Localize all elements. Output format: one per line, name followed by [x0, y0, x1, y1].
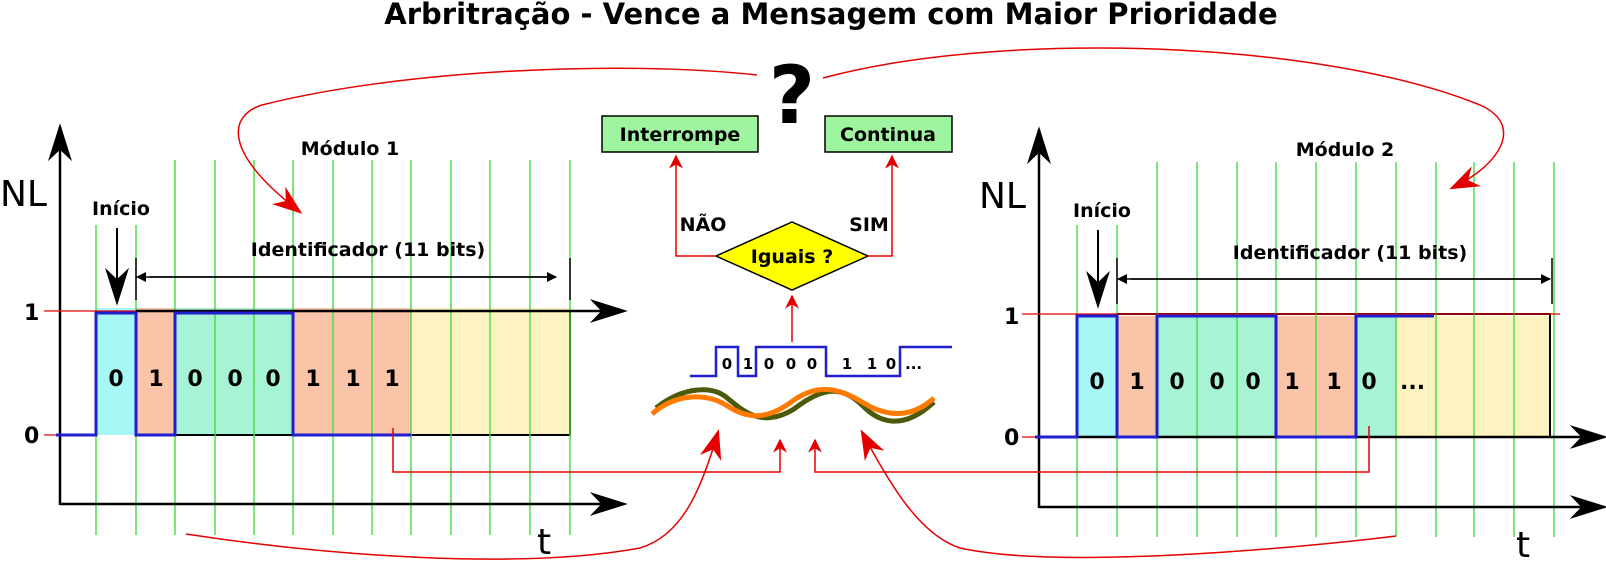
no-label: NÃO	[680, 212, 727, 236]
connectors	[185, 47, 1505, 560]
bit-label: 0	[1169, 370, 1184, 395]
bus-wire-orange	[650, 386, 936, 419]
curve-from-module-2	[860, 429, 1397, 559]
bit-label: 0	[108, 367, 123, 392]
bit-cell	[175, 308, 293, 435]
level-low-label: 0	[24, 424, 39, 449]
yes-arrow	[868, 154, 899, 257]
y-axis-label: NL	[979, 176, 1026, 217]
bus-ellipsis: ...	[905, 355, 922, 373]
bit-label: 1	[1284, 370, 1299, 395]
question-mark: ?	[769, 49, 815, 142]
module-1-axes	[44, 123, 628, 516]
module-1-title: Módulo 1	[301, 138, 400, 160]
stop-box	[601, 115, 759, 153]
start-bit-cell	[96, 308, 136, 435]
module-2-bits: 0 1 0 0 0 1 1 0 ...	[1089, 370, 1425, 395]
decision-flow: ? Interrompe Continua Iguais ? NÃO SIM	[601, 49, 953, 342]
bit-label: 0	[187, 367, 202, 392]
curve-to-module-2	[822, 47, 1505, 190]
start-bit-cell	[1077, 316, 1117, 437]
module-2-cells	[1077, 313, 1551, 438]
curve-to-module-1	[237, 67, 758, 214]
module-2: NL t 1 0 Módulo 2 Início Identificador (…	[979, 126, 1606, 566]
start-label: Início	[92, 198, 150, 220]
level-high-label: 1	[1004, 305, 1019, 330]
module-2-signal	[1035, 314, 1434, 439]
level-high-label: 1	[24, 301, 39, 326]
bus-bit-label: 0	[786, 355, 796, 373]
y-axis-label: NL	[0, 174, 47, 215]
bit-label: 1	[384, 367, 399, 392]
bit-label: 0	[265, 367, 280, 392]
bit-label: 0	[1245, 370, 1260, 395]
bus-wire-olive	[654, 387, 936, 424]
continue-label: Continua	[840, 124, 936, 146]
bit-label: 0	[1089, 370, 1104, 395]
remaining-bits-cell	[1396, 316, 1550, 437]
bus-bit-label: 1	[842, 355, 852, 373]
bus-bit-label: 0	[886, 355, 896, 373]
no-arrow	[669, 154, 716, 257]
level-low-label: 0	[1004, 426, 1019, 451]
bus-bit-label: 1	[867, 355, 877, 373]
module-2-title: Módulo 2	[1296, 139, 1395, 161]
yes-label: SIM	[849, 214, 889, 236]
module-1-id-span	[135, 258, 571, 300]
bit-label: 1	[1326, 370, 1341, 395]
module-1-bits: 0 1 0 0 0 1 1 1	[108, 367, 399, 392]
x-axis-label: t	[1516, 525, 1530, 566]
compare-link-1	[392, 428, 787, 473]
bit-cell	[1356, 316, 1396, 437]
bit-cell	[136, 308, 175, 435]
bit-label: 1	[305, 367, 320, 392]
can-bus: 0 1 0 0 0 1 1 0 ...	[650, 345, 952, 424]
start-label: Início	[1073, 200, 1131, 222]
module-2-id-span	[1116, 258, 1553, 304]
stop-label: Interrompe	[620, 124, 741, 146]
x-axis-label: t	[537, 522, 551, 563]
bit-label: 0	[1209, 370, 1224, 395]
module-1-signal	[56, 311, 411, 437]
bus-signal	[690, 345, 952, 378]
bit-label: 0	[227, 367, 242, 392]
decision-question: Iguais ?	[751, 246, 833, 268]
diagram-title: Arbritração - Vence a Mensagem com Maior…	[384, 0, 1277, 31]
curve-from-module-1	[185, 429, 722, 560]
identifier-label: Identificador (11 bits)	[1233, 242, 1467, 264]
bit-label: 1	[148, 367, 163, 392]
bit-cell	[293, 308, 411, 435]
compare-link-2	[808, 426, 1370, 473]
bit-cell	[1157, 316, 1276, 437]
bit-label: 1	[345, 367, 360, 392]
bus-bit-label: 0	[807, 355, 817, 373]
continue-box	[824, 115, 953, 153]
bit-cell	[1117, 316, 1157, 437]
bit-ellipsis: ...	[1400, 370, 1425, 395]
module-1: NL t 1 0 Módulo 1 Início Identificador (…	[0, 123, 628, 563]
identifier-label: Identificador (11 bits)	[251, 239, 485, 261]
bus-bit-label: 1	[743, 355, 753, 373]
bit-label: 1	[1129, 370, 1144, 395]
bus-bits: 0 1 0 0 0 1 1 0 ...	[722, 355, 922, 373]
bit-label: 0	[1361, 370, 1376, 395]
bus-bit-label: 0	[764, 355, 774, 373]
bus-bit-label: 0	[722, 355, 732, 373]
